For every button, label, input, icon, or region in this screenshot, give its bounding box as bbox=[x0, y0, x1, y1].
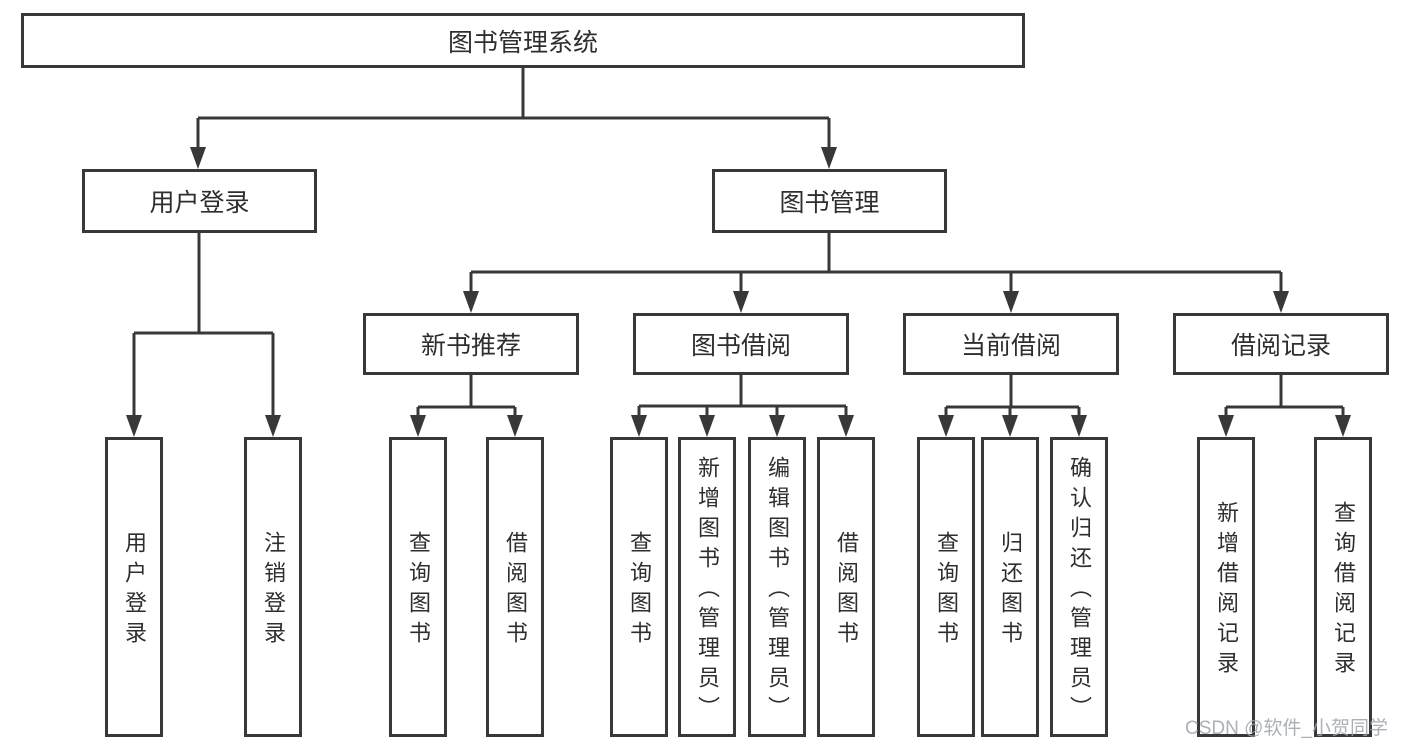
node-user-login: 用户登录 bbox=[105, 437, 163, 737]
node-query-books-1: 查询图书 bbox=[389, 437, 447, 737]
node-label: 借阅图书 bbox=[834, 531, 859, 651]
node-label: 借阅记录 bbox=[1230, 332, 1331, 360]
node-query-borrow-record: 查询借阅记录 bbox=[1314, 437, 1372, 737]
node-edit-book-admin: 编辑图书（管理员） bbox=[748, 437, 806, 737]
node-label: 查询图书 bbox=[406, 531, 431, 651]
node-add-book-admin: 新增图书（管理员） bbox=[678, 437, 736, 737]
node-add-borrow-record: 新增借阅记录 bbox=[1197, 437, 1255, 737]
node-label: 编辑图书（管理员） bbox=[765, 456, 790, 726]
node-new-book-recommend: 新书推荐 bbox=[363, 313, 579, 375]
node-book-borrowing: 图书借阅 bbox=[633, 313, 849, 375]
node-library-management-system: 图书管理系统 bbox=[21, 13, 1025, 68]
node-label: 用户登录 bbox=[149, 189, 250, 217]
node-label: 查询借阅记录 bbox=[1331, 501, 1356, 681]
node-return-book: 归还图书 bbox=[981, 437, 1039, 737]
node-query-books-2: 查询图书 bbox=[610, 437, 668, 737]
node-label: 注销登录 bbox=[261, 531, 286, 651]
node-label: 查询图书 bbox=[934, 531, 959, 651]
node-label: 新书推荐 bbox=[420, 332, 521, 360]
node-current-borrowing: 当前借阅 bbox=[903, 313, 1119, 375]
csdn-watermark: CSDN @软件_小贺同学 bbox=[1185, 718, 1388, 739]
node-query-books-3: 查询图书 bbox=[917, 437, 975, 737]
node-borrow-books-2: 借阅图书 bbox=[817, 437, 875, 737]
node-label: 归还图书 bbox=[998, 531, 1023, 651]
node-label: 图书管理 bbox=[779, 189, 880, 217]
node-user-login-branch: 用户登录 bbox=[82, 169, 317, 233]
node-label: 确认归还（管理员） bbox=[1067, 456, 1092, 726]
node-borrow-books-1: 借阅图书 bbox=[486, 437, 544, 737]
node-borrowing-records: 借阅记录 bbox=[1173, 313, 1389, 375]
arrowheads bbox=[126, 147, 1351, 437]
node-book-management: 图书管理 bbox=[712, 169, 947, 233]
node-label: 借阅图书 bbox=[503, 531, 528, 651]
node-logout: 注销登录 bbox=[244, 437, 302, 737]
node-label: 当前借阅 bbox=[960, 332, 1061, 360]
node-label: 图书借阅 bbox=[690, 332, 791, 360]
node-confirm-return-admin: 确认归还（管理员） bbox=[1050, 437, 1108, 737]
node-label: 新增图书（管理员） bbox=[695, 456, 720, 726]
node-label: 图书管理系统 bbox=[447, 28, 598, 57]
node-label: 新增借阅记录 bbox=[1214, 501, 1239, 681]
node-label: 用户登录 bbox=[122, 531, 147, 651]
node-label: 查询图书 bbox=[627, 531, 652, 651]
